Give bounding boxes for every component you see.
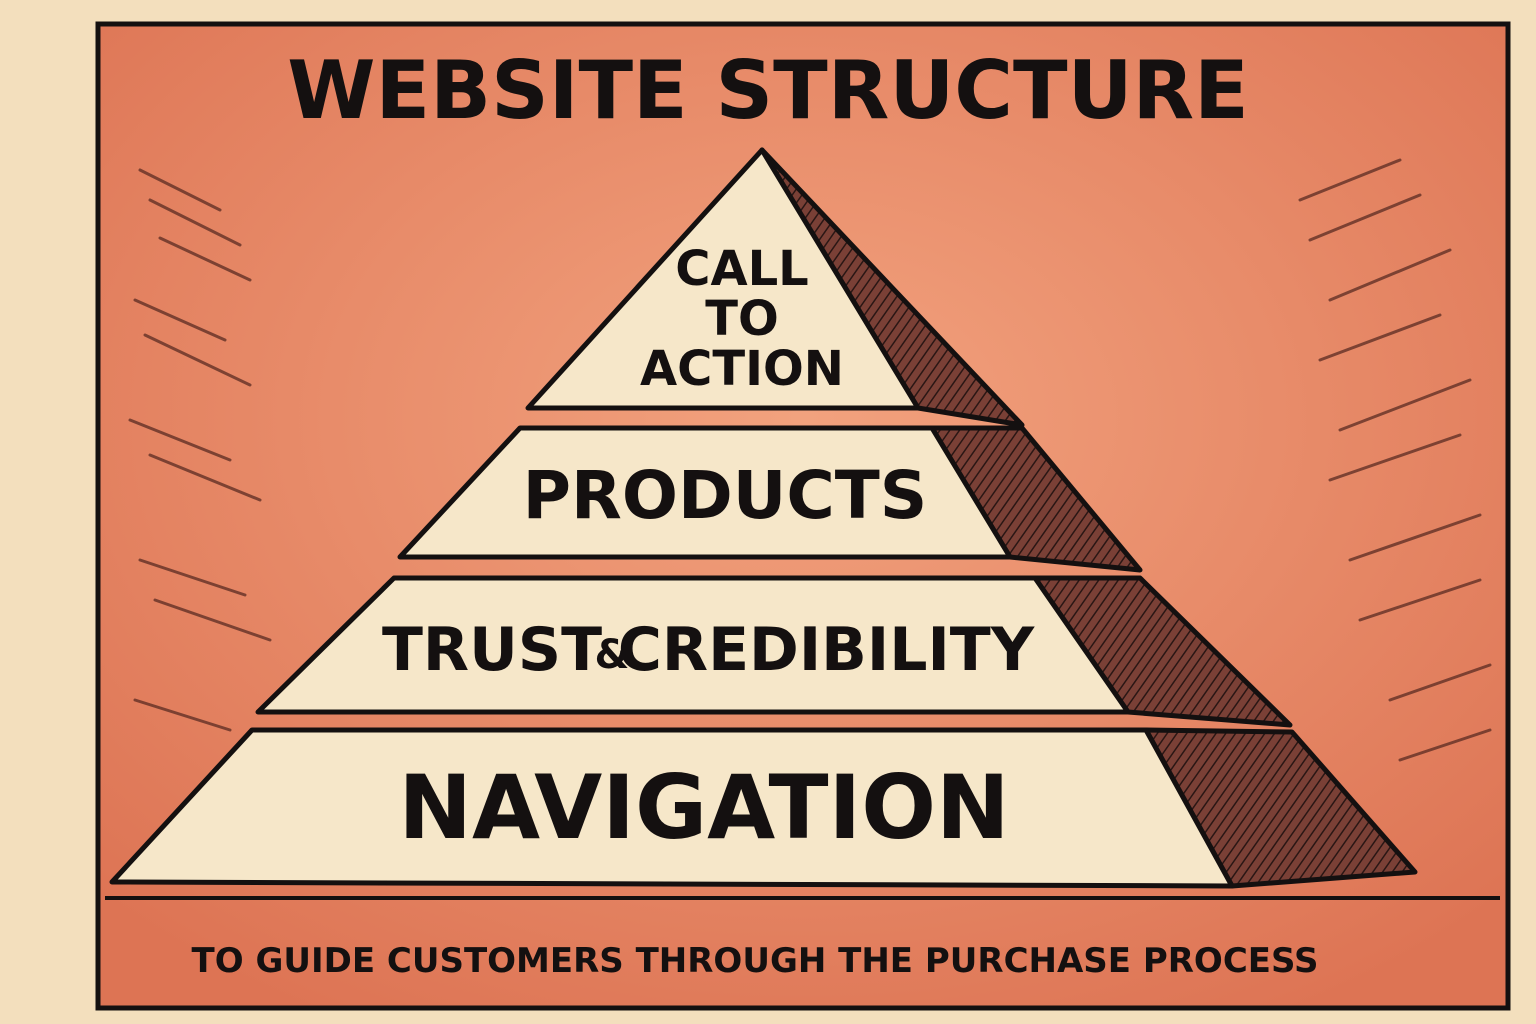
layer-products (397, 425, 1013, 560)
layer-call-to-action (525, 147, 921, 411)
diagram-caption: TO GUIDE CUSTOMERS THROUGH THE PURCHASE … (192, 941, 1319, 981)
cta-label-line-2: TO (705, 291, 779, 347)
decorative-hatching (128, 158, 1492, 762)
credibility-label: CREDIBILITY (618, 615, 1036, 685)
ampersand-label: & (595, 632, 630, 678)
cta-label-line-3: ACTION (640, 341, 844, 397)
navigation-label: NAVIGATION (398, 756, 1009, 859)
trust-label: TRUST (382, 615, 602, 685)
layer-trust-credibility (255, 575, 1131, 715)
layer-navigation (109, 727, 1235, 889)
products-label: PRODUCTS (523, 457, 928, 534)
cta-label-line-1: CALL (675, 241, 809, 297)
diagram-title: WEBSITE STRUCTURE (287, 44, 1249, 137)
